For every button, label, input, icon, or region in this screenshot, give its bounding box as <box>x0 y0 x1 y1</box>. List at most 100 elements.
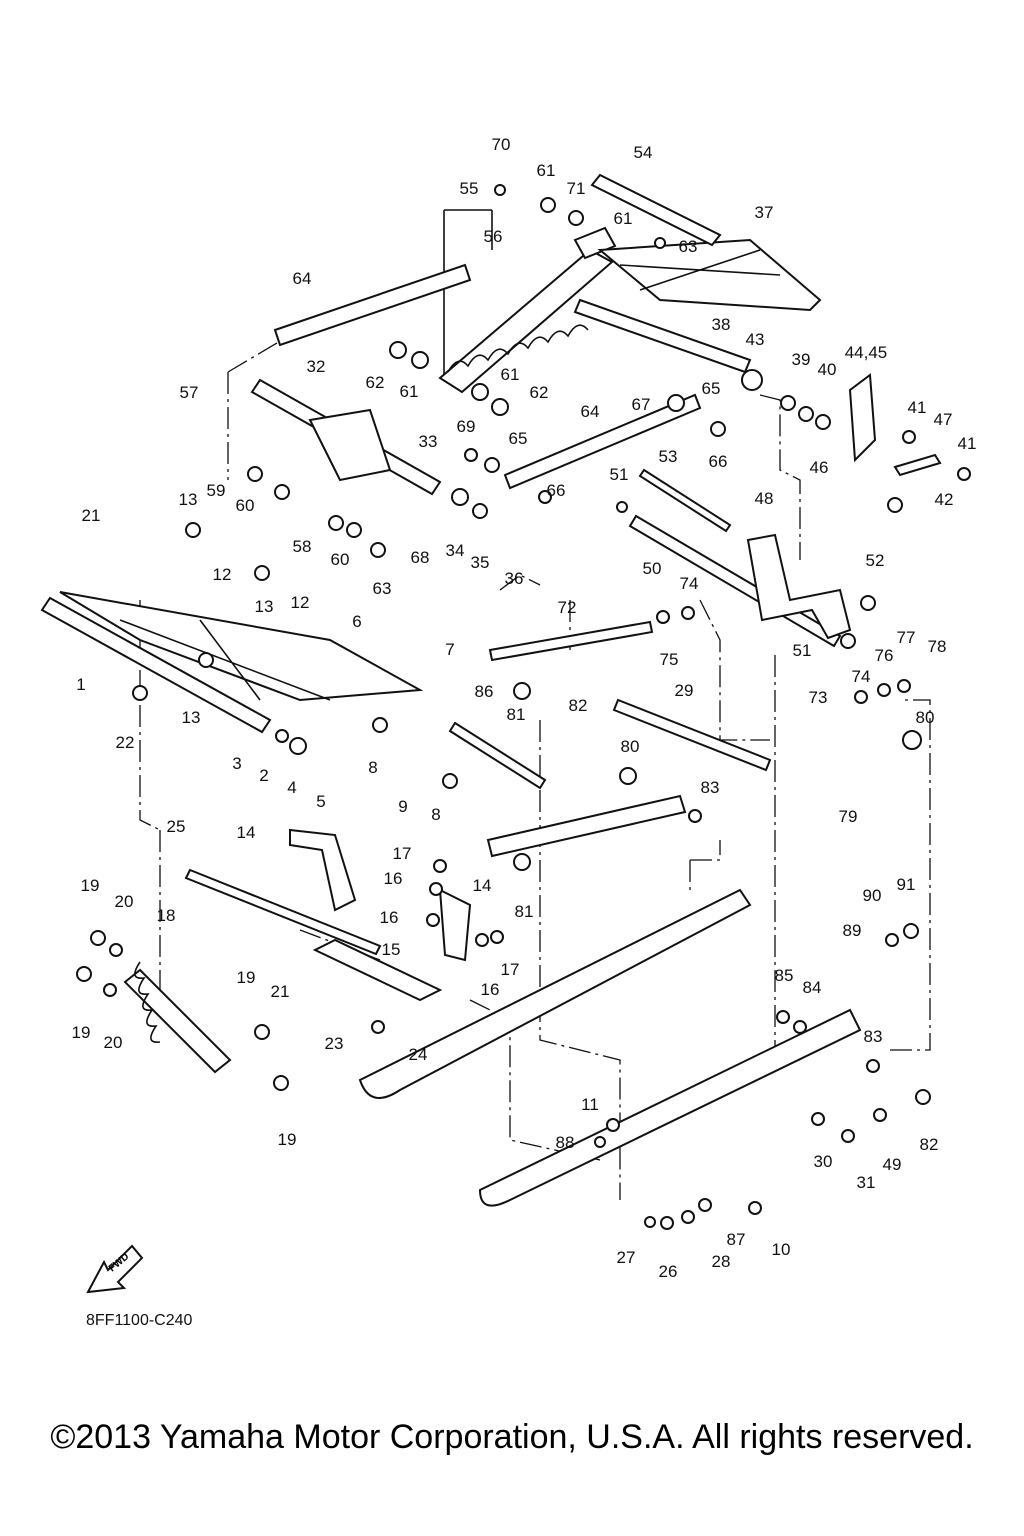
callout-number: 19 <box>72 1023 91 1042</box>
callout-number: 6 <box>352 612 361 631</box>
callout-number: 64 <box>293 269 312 288</box>
callout-number: 71 <box>567 179 586 198</box>
callout-number: 60 <box>331 550 350 569</box>
callout-number: 19 <box>278 1130 297 1149</box>
callout-number: 80 <box>621 737 640 756</box>
callout-number: 16 <box>481 980 500 999</box>
callout-number: 79 <box>839 807 858 826</box>
callout-number: 14 <box>473 876 492 895</box>
callout-number: 67 <box>632 395 651 414</box>
callout-number: 80 <box>916 708 935 727</box>
callout-number: 44,45 <box>845 343 888 362</box>
callout-number: 49 <box>883 1155 902 1174</box>
callout-number: 50 <box>643 559 662 578</box>
callout-number: 51 <box>610 465 629 484</box>
callout-number: 36 <box>505 569 524 588</box>
callout-number: 86 <box>475 682 494 701</box>
callout-number: 60 <box>236 496 255 515</box>
callout-number: 26 <box>659 1262 678 1281</box>
callout-number: 70 <box>492 135 511 154</box>
callout-number: 17 <box>501 960 520 979</box>
callout-number: 56 <box>484 227 503 246</box>
callout-number: 82 <box>569 696 588 715</box>
callout-number: 61 <box>537 161 556 180</box>
callout-number: 41 <box>958 434 977 453</box>
callout-number: 11 <box>581 1095 599 1114</box>
callout-number: 23 <box>325 1034 344 1053</box>
drawing-code: 8FF1100-C240 <box>86 1312 193 1329</box>
callout-number: 20 <box>115 892 134 911</box>
callout-number: 3 <box>232 754 241 773</box>
callout-number: 14 <box>237 823 256 842</box>
callout-number: 81 <box>507 705 526 724</box>
callout-number: 20 <box>104 1033 123 1052</box>
callout-number: 7 <box>445 640 454 659</box>
callout-number: 48 <box>755 489 774 508</box>
callout-number: 46 <box>810 458 829 477</box>
callout-number: 37 <box>755 203 774 222</box>
callout-number: 62 <box>530 383 549 402</box>
callout-number: 68 <box>411 548 430 567</box>
callout-number: 61 <box>614 209 633 228</box>
rear-arm-32 <box>250 378 442 496</box>
callout-number: 10 <box>772 1240 791 1259</box>
callout-number: 66 <box>709 452 728 471</box>
fasteners <box>76 184 971 1230</box>
callout-number: 17 <box>393 844 412 863</box>
callout-number: 63 <box>373 579 392 598</box>
callout-number: 84 <box>803 978 822 997</box>
callout-number: 78 <box>928 637 947 656</box>
callout-number: 5 <box>316 792 325 811</box>
callout-number: 54 <box>634 143 653 162</box>
assembly-guide-lines <box>139 209 931 1200</box>
callout-number: 72 <box>558 598 577 617</box>
callout-number: 2 <box>259 766 268 785</box>
callout-number: 51 <box>793 641 812 660</box>
callout-number: 65 <box>509 429 528 448</box>
callout-number: 34 <box>446 541 465 560</box>
callout-number: 9 <box>398 797 407 816</box>
callout-number: 31 <box>857 1173 876 1192</box>
callout-number: 73 <box>809 688 828 707</box>
lower-arm-24 <box>289 828 472 1002</box>
callout-number: 58 <box>293 537 312 556</box>
callout-number: 62 <box>366 373 385 392</box>
callout-number: 18 <box>157 906 176 925</box>
callout-number: 30 <box>814 1152 833 1171</box>
callout-number: 82 <box>920 1135 939 1154</box>
rear-shock-upper <box>438 226 617 394</box>
callout-number: 27 <box>617 1248 636 1267</box>
callout-number: 83 <box>864 1027 883 1046</box>
callout-number: 81 <box>515 902 534 921</box>
callout-number: 83 <box>701 778 720 797</box>
fwd-arrow-icon: FWD <box>86 1244 144 1294</box>
callout-number: 57 <box>180 383 199 402</box>
callout-number: 35 <box>471 553 490 572</box>
callout-number: 33 <box>419 432 438 451</box>
callout-number: 38 <box>712 315 731 334</box>
callout-number: 1 <box>76 675 85 694</box>
callout-number: 16 <box>384 869 403 888</box>
callout-number: 43 <box>746 330 765 349</box>
callout-number: 22 <box>116 733 135 752</box>
callout-number: 40 <box>818 360 837 379</box>
callout-number: 63 <box>679 237 698 256</box>
callout-number: 4 <box>287 778 296 797</box>
callout-number: 28 <box>712 1252 731 1271</box>
callout-number: 61 <box>501 365 520 384</box>
callout-number: 25 <box>167 817 186 836</box>
callout-number: 47 <box>934 410 953 429</box>
callout-number: 19 <box>237 968 256 987</box>
callout-number: 69 <box>457 417 476 436</box>
callout-number: 12 <box>213 565 232 584</box>
callout-number: 90 <box>863 886 882 905</box>
callout-number: 76 <box>875 646 894 665</box>
callout-number: 8 <box>431 805 440 824</box>
callout-number: 16 <box>380 908 399 927</box>
callout-number: 39 <box>792 350 811 369</box>
callout-number: 12 <box>291 593 310 612</box>
callout-number: 29 <box>675 681 694 700</box>
slide-rails <box>358 888 862 1207</box>
callout-number: 13 <box>255 597 274 616</box>
